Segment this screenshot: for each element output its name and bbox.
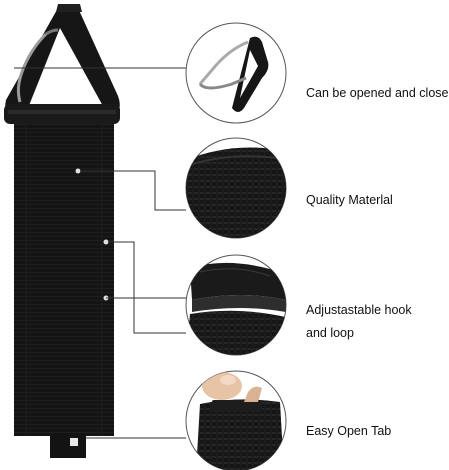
- feature-label-material-line-1: Quality Materlal: [306, 193, 393, 207]
- feature-label-tab-line-1: Easy Open Tab: [306, 424, 392, 438]
- detail-circle-material: [185, 137, 287, 239]
- feature-label-tab: Easy Open Tab: [306, 420, 391, 442]
- leader-lines: [14, 67, 186, 439]
- detail-circle-hook-loop: [185, 254, 287, 356]
- carabiner-clip-icon: [198, 36, 269, 112]
- feature-label-clip-line-1: Can be opened and closed: [306, 86, 449, 100]
- detail-circle-carabiner: [185, 22, 287, 124]
- feature-label-hook-loop: Adjustastable hook and loop: [306, 299, 412, 344]
- feature-label-material: Quality Materlal: [306, 189, 393, 211]
- finger-pulling-tab-icon: [196, 372, 284, 470]
- carabiner-icon: [4, 4, 120, 124]
- feature-label-clip: Can be opened and closed: [306, 82, 449, 104]
- nylon-webbing-texture-icon: [186, 147, 286, 238]
- feature-label-hook-loop-line-1: Adjustastable hook: [306, 303, 412, 317]
- pull-tab: [50, 434, 86, 458]
- feature-label-hook-loop-line-2: and loop: [306, 326, 354, 340]
- strap-webbing: [14, 124, 114, 436]
- strap-product: [4, 4, 120, 458]
- detail-circle-tab: [185, 370, 287, 470]
